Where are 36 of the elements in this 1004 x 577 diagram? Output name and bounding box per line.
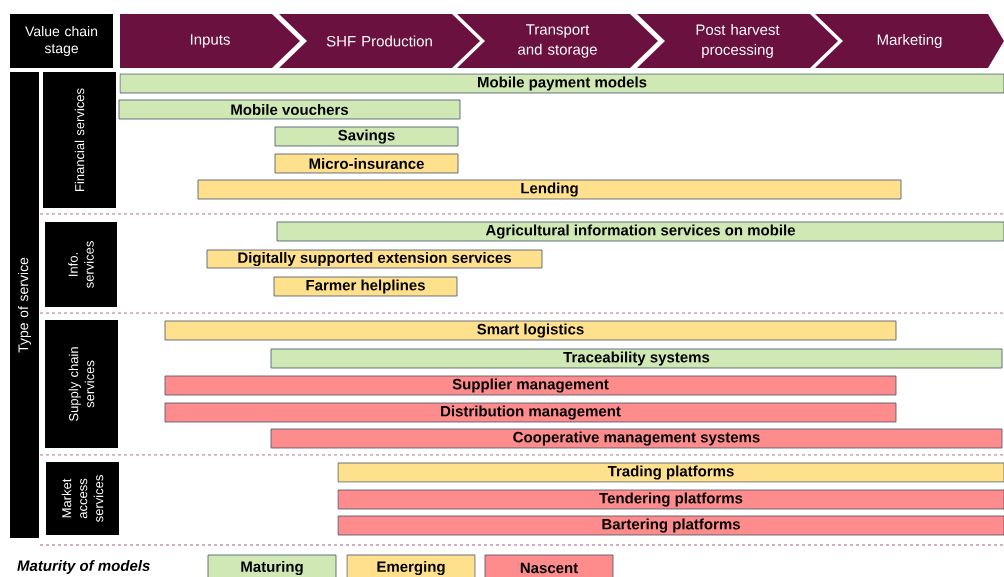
header-box: Value chain stage bbox=[10, 14, 113, 68]
stage-header: SHF Production bbox=[279, 14, 480, 68]
category-box: Supply chain services bbox=[45, 320, 118, 448]
legend-title: Maturity of models bbox=[17, 560, 150, 574]
service-type-bar: Type of service bbox=[10, 72, 39, 538]
maturity-bar: Cooperative management systems bbox=[270, 428, 1003, 449]
maturity-bar: Farmer helplines bbox=[273, 276, 458, 297]
node-label: Marketing bbox=[877, 34, 942, 48]
stage-header: Post harvest processing bbox=[637, 14, 838, 68]
maturity-bar: Agricultural information services on mobile bbox=[276, 221, 1004, 242]
stage-header: Inputs bbox=[120, 14, 300, 68]
legend-entry: Maturing bbox=[207, 554, 337, 577]
maturity-bar: Distribution management bbox=[164, 402, 897, 423]
maturity-bar: Micro-insurance bbox=[274, 153, 459, 174]
category-box: Market access services bbox=[46, 462, 119, 535]
node-label: Transport and storage bbox=[518, 24, 597, 58]
node-label: Post harvest processing bbox=[696, 24, 780, 58]
maturity-bar: Traceability systems bbox=[270, 348, 1003, 369]
maturity-bar: Mobile vouchers bbox=[118, 99, 461, 120]
category-box: Info. services bbox=[45, 222, 117, 307]
maturity-bar: Tendering platforms bbox=[337, 489, 1004, 510]
legend-entry: Emerging bbox=[346, 554, 476, 577]
maturity-bar: Trading platforms bbox=[337, 462, 1004, 483]
maturity-bar: Smart logistics bbox=[164, 320, 897, 341]
category-box: Financial services bbox=[43, 72, 116, 208]
maturity-bar: Supplier management bbox=[164, 375, 897, 396]
maturity-bar: Bartering platforms bbox=[337, 515, 1004, 536]
maturity-bar: Mobile payment models bbox=[119, 73, 1004, 94]
stage-header: Transport and storage bbox=[457, 14, 658, 68]
maturity-bar: Digitally supported extension services bbox=[206, 249, 543, 269]
maturity-bar: Lending bbox=[197, 179, 902, 200]
legend-entry: Nascent bbox=[484, 554, 614, 577]
maturity-bar: Savings bbox=[274, 126, 459, 147]
node-label: Inputs bbox=[190, 34, 230, 48]
stage-header: Marketing bbox=[815, 14, 1004, 68]
node-label: SHF Production bbox=[326, 35, 432, 47]
